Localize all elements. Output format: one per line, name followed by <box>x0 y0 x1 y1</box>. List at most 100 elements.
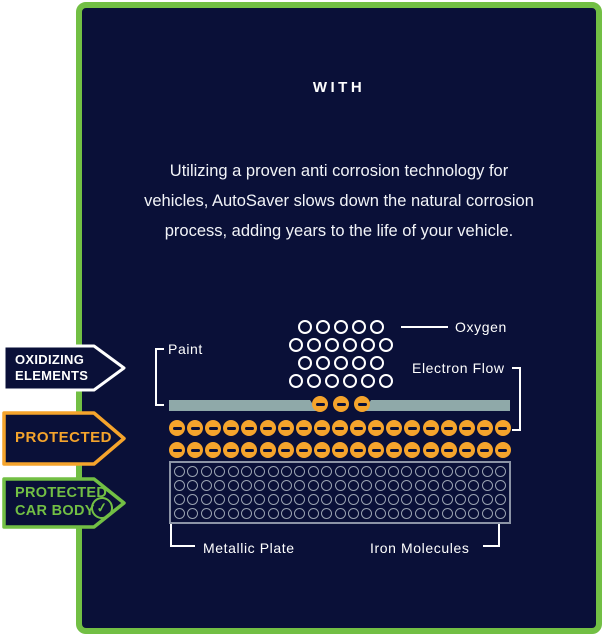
electron-rows <box>169 420 511 464</box>
electron-icon <box>295 420 312 436</box>
iron-molecule-icon <box>388 466 399 477</box>
iron-molecule-icon <box>495 508 506 519</box>
tag-protected: PROTECTED <box>2 411 128 466</box>
iron-molecule-icon <box>294 508 306 519</box>
electron-flow-label: Electron Flow <box>412 360 505 376</box>
iron-molecule-icon <box>187 508 199 519</box>
iron-molecule-icon <box>214 508 226 519</box>
electron-icon <box>333 396 349 412</box>
panel-heading: WITH <box>312 79 366 96</box>
oxygen-pointer-line <box>401 326 448 328</box>
iron-molecule-icon <box>294 494 306 505</box>
iron-molecule-icon <box>214 480 226 491</box>
description-line: Utilizing a proven anti corrosion techno… <box>169 162 509 180</box>
paint-layer-right <box>364 400 510 411</box>
oxygen-molecule-icon <box>352 320 366 334</box>
oxygen-molecule-icon <box>343 338 357 352</box>
oxygen-molecule-icon <box>325 374 339 388</box>
oxygen-molecule-icon <box>361 338 375 352</box>
iron-molecule-icon <box>227 480 239 491</box>
oxygen-molecule-icon <box>370 356 384 370</box>
oxygen-molecule-icon <box>307 338 321 352</box>
iron-molecule-icon <box>307 508 319 519</box>
iron-molecule-icon <box>200 508 212 519</box>
iron-molecule-icon <box>454 494 466 505</box>
iron-molecule-icon <box>414 466 426 477</box>
iron-molecule-icon <box>481 508 493 519</box>
electron-icon <box>223 442 240 458</box>
oxygen-molecule-icon <box>343 374 357 388</box>
oxygen-molecule-icon <box>325 338 339 352</box>
iron-molecule-icon <box>481 466 493 477</box>
electron-icon <box>241 420 258 436</box>
iron-molecule-icon <box>441 466 453 477</box>
electron-icon <box>205 442 222 458</box>
metallic-plate <box>169 461 511 524</box>
metallic-plate-label: Metallic Plate <box>203 540 295 556</box>
iron-molecule-icon <box>374 466 386 477</box>
iron-molecule-icon <box>254 480 266 491</box>
iron-row <box>174 494 506 505</box>
description-line: process, adding years to the life of you… <box>164 222 514 240</box>
iron-molecule-icon <box>374 480 386 491</box>
electron-icon <box>404 420 421 436</box>
iron-molecule-icon <box>454 466 466 477</box>
iron-molecules-connector <box>483 524 500 547</box>
iron-molecule-icon <box>468 466 480 477</box>
oxygen-molecule-icon <box>316 356 330 370</box>
iron-molecule-icon <box>361 508 373 519</box>
iron-molecule-icon <box>468 508 480 519</box>
iron-molecule-icon <box>200 466 212 477</box>
oxygen-molecule-icon <box>289 338 303 352</box>
iron-molecule-icon <box>214 494 226 505</box>
iron-molecule-icon <box>334 466 346 477</box>
electron-icon <box>205 420 222 436</box>
iron-molecule-icon <box>481 480 493 491</box>
iron-molecule-icon <box>281 508 292 519</box>
iron-molecule-icon <box>441 480 453 491</box>
iron-molecule-icon <box>267 466 279 477</box>
iron-molecule-icon <box>334 480 346 491</box>
iron-molecule-icon <box>454 480 466 491</box>
oxygen-row <box>271 356 411 370</box>
electron-icon <box>259 420 276 436</box>
electron-icon <box>386 442 403 458</box>
electron-icon <box>313 420 330 436</box>
electron-icon <box>458 442 475 458</box>
paint-bracket <box>155 348 164 406</box>
panel-description: Utilizing a proven anti corrosion techno… <box>96 156 582 246</box>
iron-molecule-icon <box>414 508 426 519</box>
iron-molecule-icon <box>347 494 359 505</box>
iron-molecule-icon <box>361 480 373 491</box>
tag-arrow-shape <box>2 344 126 392</box>
oxygen-molecule-icon <box>298 356 312 370</box>
iron-molecule-icon <box>254 494 266 505</box>
tag-label-line: CAR BODY <box>15 503 95 519</box>
iron-molecule-icon <box>401 508 413 519</box>
tag-label-line: PROTECTED <box>15 485 108 502</box>
iron-molecule-icon <box>401 466 413 477</box>
iron-molecule-icon <box>240 466 252 477</box>
oxygen-molecule-icon <box>316 320 330 334</box>
electron-icon <box>259 442 276 458</box>
paint-label: Paint <box>168 341 203 357</box>
tag-label-line: OXIDIZING <box>15 352 85 368</box>
electron-icon <box>241 442 258 458</box>
description-line: vehicles, AutoSaver slows down the natur… <box>144 192 534 210</box>
iron-molecule-icon <box>307 480 319 491</box>
iron-molecule-icon <box>468 480 480 491</box>
iron-molecule-icon <box>187 466 199 477</box>
escaping-electrons <box>312 396 370 412</box>
electron-icon <box>312 396 328 412</box>
iron-molecule-icon <box>321 466 333 477</box>
oxygen-molecule-icon <box>334 320 348 334</box>
oxygen-row <box>271 374 411 388</box>
electron-icon <box>331 420 348 436</box>
tag-label-line: PROTECTED <box>15 429 113 447</box>
iron-molecule-icon <box>187 480 199 491</box>
iron-molecule-icon <box>200 494 212 505</box>
iron-molecule-icon <box>267 480 279 491</box>
iron-molecule-icon <box>174 480 185 491</box>
iron-molecule-icon <box>240 480 252 491</box>
